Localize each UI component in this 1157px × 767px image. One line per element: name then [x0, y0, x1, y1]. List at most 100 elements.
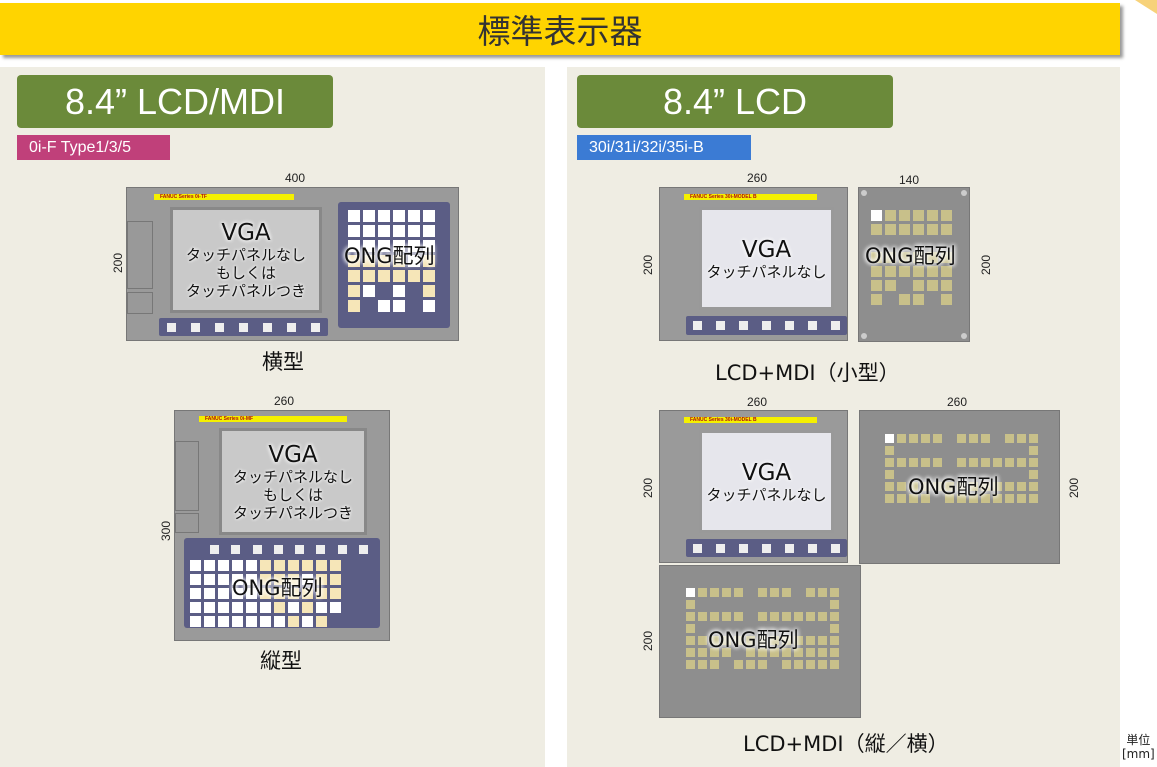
key: [899, 224, 910, 235]
key: [710, 648, 719, 657]
screen-title: VGA: [741, 459, 792, 486]
key: [698, 612, 707, 621]
key: [758, 636, 767, 645]
corner-decoration: [1135, 0, 1157, 14]
key: [909, 482, 918, 491]
key: [686, 588, 695, 597]
key: [348, 255, 360, 267]
key: [408, 225, 420, 237]
key-gap: [1017, 470, 1026, 479]
key: [885, 470, 894, 479]
key: [830, 612, 839, 621]
key: [957, 458, 966, 467]
key: [686, 612, 695, 621]
key: [913, 280, 924, 291]
key: [393, 240, 405, 252]
key-gap: [698, 624, 707, 633]
unit-label: 単位 [mm]: [1122, 733, 1155, 761]
key: [710, 636, 719, 645]
key: [941, 266, 952, 277]
key-gap: [993, 446, 1002, 455]
key: [378, 270, 390, 282]
key: [423, 210, 435, 222]
key-gap: [897, 470, 906, 479]
key-gap: [933, 446, 942, 455]
key: [746, 660, 755, 669]
key: [363, 255, 375, 267]
key-gap: [698, 600, 707, 609]
key: [423, 300, 435, 312]
key: [363, 225, 375, 237]
height-dimension: 300: [159, 520, 174, 542]
brand-strip: FANUC Series 0i-TF: [154, 194, 294, 200]
key: [782, 660, 791, 669]
key: [933, 434, 942, 443]
key: [899, 210, 910, 221]
key: [1029, 434, 1038, 443]
key-gap: [746, 612, 755, 621]
key: [686, 648, 695, 657]
key: [913, 266, 924, 277]
key: [941, 280, 952, 291]
mdi-width-dimension: 140: [899, 173, 920, 187]
screen-title: VGA: [221, 220, 271, 246]
key: [734, 612, 743, 621]
key: [933, 458, 942, 467]
key: [686, 624, 695, 633]
key: [885, 280, 896, 291]
key: [899, 294, 910, 305]
key-gap: [782, 600, 791, 609]
key: [734, 588, 743, 597]
mdi-unit-vertical: ONG配列: [659, 565, 861, 718]
key: [897, 458, 906, 467]
key: [885, 458, 894, 467]
key: [1005, 458, 1014, 467]
right-header: 8.4” LCD: [577, 75, 893, 128]
key: [348, 240, 360, 252]
key: [274, 560, 285, 571]
key: [871, 224, 882, 235]
key-gap: [818, 600, 827, 609]
key-gap: [909, 446, 918, 455]
key-gap: [710, 600, 719, 609]
key: [927, 266, 938, 277]
key: [1029, 470, 1038, 479]
key: [274, 602, 285, 613]
key: [190, 588, 201, 599]
key-gap: [957, 446, 966, 455]
key: [871, 210, 882, 221]
key: [897, 482, 906, 491]
left-series-badge: 0i-F Type1/3/5: [17, 135, 170, 160]
key: [941, 224, 952, 235]
key: [232, 616, 243, 627]
key: [378, 300, 390, 312]
key: [941, 210, 952, 221]
key: [957, 434, 966, 443]
key: [408, 255, 420, 267]
key: [945, 482, 954, 491]
key: [941, 294, 952, 305]
key: [927, 224, 938, 235]
key: [316, 616, 327, 627]
key: [806, 660, 815, 669]
key-gap: [885, 294, 896, 305]
key: [698, 660, 707, 669]
key: [830, 648, 839, 657]
key: [770, 636, 779, 645]
key: [885, 224, 896, 235]
key: [246, 602, 257, 613]
key: [885, 482, 894, 491]
keypad-label: ONG配列: [708, 628, 799, 652]
key: [1005, 482, 1014, 491]
height-dimension: 200: [641, 630, 656, 652]
key: [871, 294, 882, 305]
lcd-width-dimension: 260: [747, 395, 768, 409]
key-gap: [408, 300, 420, 312]
key: [348, 225, 360, 237]
key: [302, 588, 313, 599]
key: [782, 588, 791, 597]
key: [806, 612, 815, 621]
key: [885, 434, 894, 443]
key: [993, 482, 1002, 491]
horizontal-lcd-mdi-unit: FANUC Series 0i-TF VGA タッチパネルなし もしくは タッチ…: [126, 187, 459, 341]
